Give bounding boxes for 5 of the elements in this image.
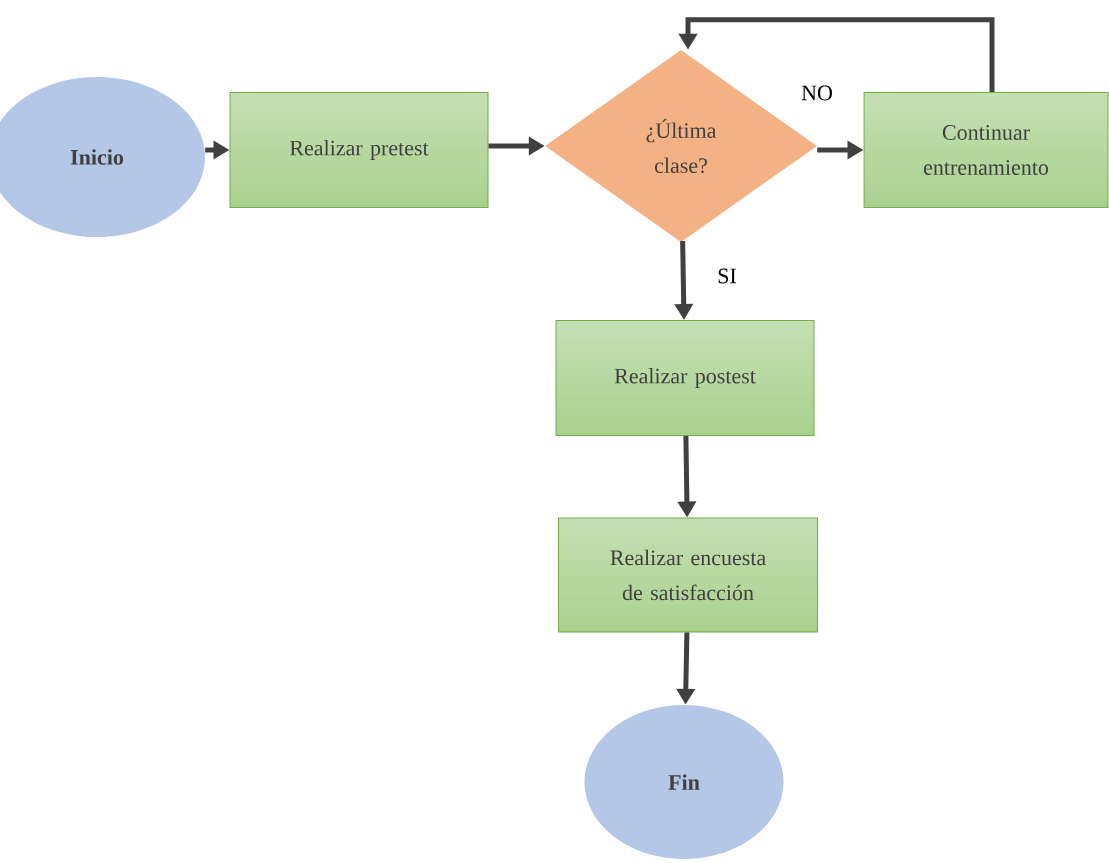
process-box: Realizar pretest (229, 92, 489, 208)
process-box: Continuar entrenamiento (863, 92, 1109, 208)
process-box: Realizar encuesta de satisfacción (558, 517, 818, 633)
process-box: Realizar postest (555, 320, 815, 436)
edge-label: SI (715, 266, 739, 286)
